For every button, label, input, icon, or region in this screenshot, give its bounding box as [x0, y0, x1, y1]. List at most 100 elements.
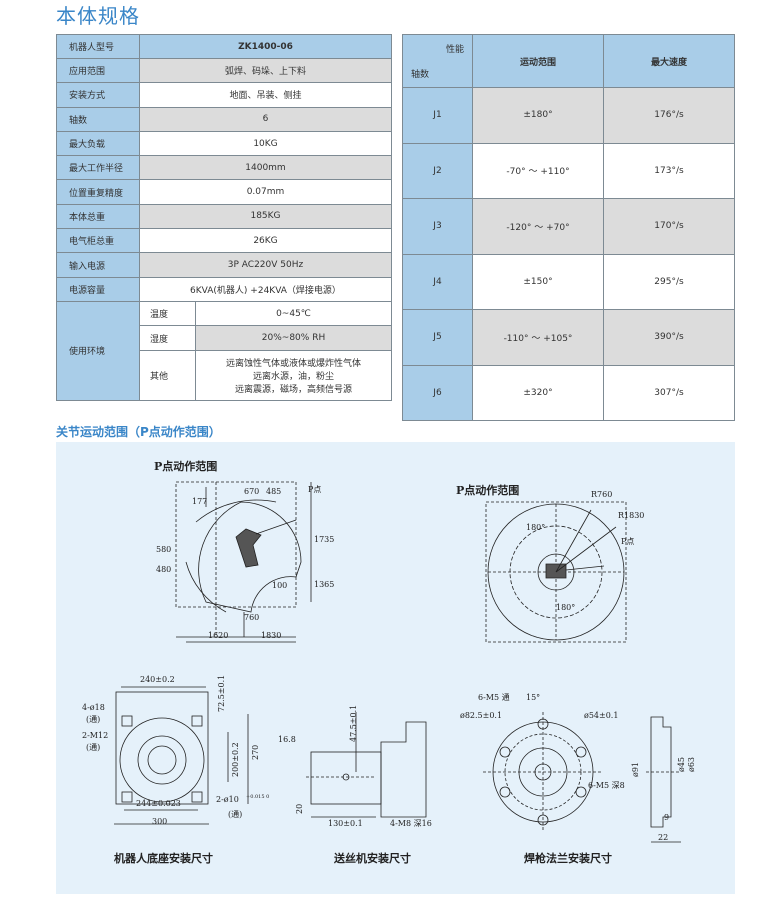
- spec-label: 应用范围: [56, 57, 140, 84]
- technical-drawings: P点动作范围 670 485 P点 177 480 580 1735 1365 …: [82, 459, 696, 865]
- caption-base: 机器人底座安装尺寸: [114, 851, 213, 865]
- perf-speed: 176°/s: [603, 87, 735, 144]
- dim-100: 100: [272, 581, 287, 590]
- spec-label: 输入电源: [56, 252, 140, 278]
- spec-value: 1400mm: [139, 155, 392, 181]
- feeder-drawing: [306, 712, 427, 818]
- env-sub-label: 湿度: [139, 325, 196, 351]
- dim-1365: 1365: [314, 580, 334, 589]
- label-p-point-side: P点: [308, 485, 321, 494]
- dim-300: 300: [152, 817, 167, 826]
- section-title-motion-range: 关节运动范围（P点动作范围）: [56, 425, 221, 439]
- flange-drawing: [483, 712, 681, 843]
- perf-row: J2-70° ～ +110°173°/s: [402, 142, 735, 199]
- spec-value: 0.07mm: [139, 179, 392, 205]
- perf-header-header_range: 运动范围: [472, 34, 604, 88]
- dim-16-8: 16.8: [278, 735, 296, 744]
- pin-tolerance: +0.015 0: [246, 794, 269, 800]
- label-p-point-top: P点: [621, 537, 634, 546]
- env-value-line: 远离震源，磁场，高频信号源: [234, 384, 352, 395]
- dim-82-5: ø82.5±0.1: [460, 711, 502, 720]
- base-drawing: [114, 686, 249, 825]
- spec-row: 安装方式地面、吊装、侧挂: [56, 82, 392, 108]
- dim-r1830: R1830: [618, 511, 644, 520]
- spec-value: 6: [139, 106, 392, 132]
- perf-range: -70° ～ +110°: [472, 142, 604, 199]
- env-value: 0~45℃: [195, 300, 392, 327]
- dim-580: 580: [156, 545, 171, 554]
- dim-63: ø63: [687, 757, 696, 772]
- label-6-m5-depth: 6-M5 深8: [588, 781, 625, 790]
- env-label: 使用环境: [56, 300, 140, 401]
- top-view-title: P点动作范围: [456, 483, 519, 497]
- env-value-line: 远离水源，油，粉尘: [252, 371, 334, 382]
- perf-header-header_speed: 最大速度: [603, 34, 735, 88]
- dim-200: 200±0.2: [231, 742, 240, 777]
- top-view-drawing: [485, 501, 627, 643]
- spec-label: 最大工作半径: [56, 155, 140, 181]
- dim-54: ø54±0.1: [584, 711, 618, 720]
- dim-r760: R760: [591, 490, 612, 499]
- side-view-drawing: [175, 481, 312, 643]
- perf-row: J4±150°295°/s: [402, 253, 735, 310]
- side-view-title: P点动作范围: [154, 459, 217, 473]
- dim-72-5: 72.5±0.1: [217, 675, 226, 712]
- perf-axis: J3: [402, 198, 473, 255]
- perf-header-row: 性能轴数运动范围最大速度: [402, 34, 735, 88]
- dim-1620: 1620: [208, 631, 228, 640]
- angle-15: 15°: [526, 693, 540, 702]
- spec-label: 机器人型号: [56, 34, 140, 59]
- spec-label: 位置重复精度: [56, 179, 140, 205]
- spec-row: 应用范围弧焊、码垛、上下料: [56, 57, 392, 84]
- angle-180-bottom: 180°: [556, 603, 575, 612]
- page-title: 本体规格: [56, 4, 140, 28]
- spec-label: 轴数: [56, 106, 140, 132]
- dim-47-5: 47.5±0.1: [349, 705, 358, 742]
- dim-22: 22: [658, 833, 668, 842]
- perf-speed: 173°/s: [603, 142, 735, 199]
- spec-label: 安装方式: [56, 82, 140, 108]
- label-6-m5-through: 6-M5 通: [478, 692, 510, 702]
- dim-240: 240±0.2: [140, 675, 175, 684]
- perf-range: ±180°: [472, 87, 604, 144]
- dim-760: 760: [244, 613, 259, 622]
- env-value-line: 远离蚀性气体或液体或爆炸性气体: [225, 358, 361, 369]
- spec-label: 最大负载: [56, 130, 140, 157]
- dim-485: 485: [266, 487, 281, 496]
- perf-speed: 390°/s: [603, 309, 735, 366]
- perf-row: J6±320°307°/s: [402, 364, 735, 421]
- spec-value: 10KG: [139, 130, 392, 157]
- spec-value: 地面、吊装、侧挂: [139, 82, 392, 108]
- angle-180-top: 180°: [526, 523, 545, 532]
- dim-45: ø45: [677, 757, 686, 772]
- dim-1735: 1735: [314, 535, 334, 544]
- perf-axis: J5: [402, 309, 473, 366]
- label-4-holes: 4-ø18: [82, 703, 105, 712]
- dim-1830: 1830: [261, 631, 281, 640]
- spec-value: 弧焊、码垛、上下料: [139, 57, 392, 84]
- perf-row: J5-110° ～ +105°390°/s: [402, 309, 735, 366]
- perf-axis: J1: [402, 87, 473, 144]
- env-row: 其他远离蚀性气体或液体或爆炸性气体远离水源，油，粉尘远离震源，磁场，高频信号源: [57, 349, 392, 401]
- label-4-m8: 4-M8 深16: [390, 819, 432, 828]
- dim-91: ø91: [631, 762, 640, 777]
- perf-speed: 307°/s: [603, 364, 735, 421]
- perf-axis: J6: [402, 364, 473, 421]
- dim-244: 244±0.023: [136, 799, 181, 808]
- perf-row: J3-120° ～ +70°170°/s: [402, 198, 735, 255]
- label-through-3: (通): [228, 809, 242, 819]
- drawing-panel: P点动作范围 670 485 P点 177 480 580 1735 1365 …: [56, 442, 735, 894]
- label-2-m12: 2-M12: [82, 731, 108, 740]
- label-through-2: (通): [86, 742, 100, 752]
- dim-177: 177: [192, 497, 207, 506]
